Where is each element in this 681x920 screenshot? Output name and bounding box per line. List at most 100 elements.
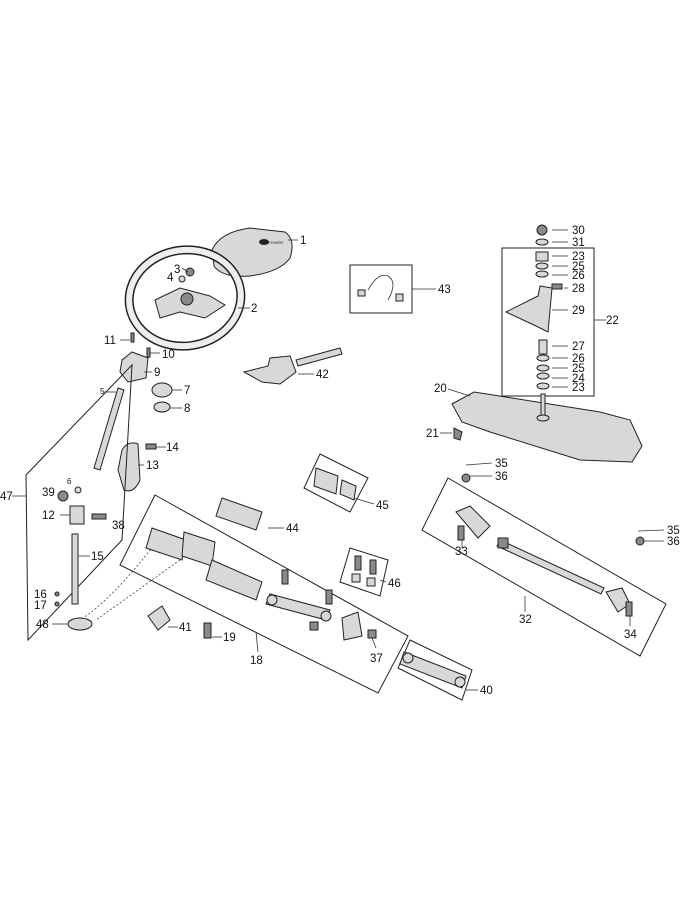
callout-9: 9 (154, 367, 160, 379)
column-cover-13 (117, 442, 141, 492)
callout-5: 5 (100, 387, 105, 396)
bolts-46 (351, 555, 377, 587)
column-shaft-5 (93, 387, 125, 471)
callout-22: 22 (606, 315, 619, 327)
callout-31: 31 (572, 237, 585, 249)
pitman-stack (504, 224, 563, 422)
bolt-38 (91, 513, 107, 520)
callout-42: 42 (316, 369, 329, 381)
callout-20: 20 (434, 383, 447, 395)
pin-17 (54, 601, 60, 607)
callout-25a: 25 (572, 261, 585, 273)
callout-13: 13 (146, 460, 159, 472)
cotter-35a (465, 462, 493, 466)
callout-39: 39 (42, 487, 55, 499)
callout-25b: 25 (572, 363, 585, 375)
pin-16 (54, 591, 60, 597)
frame-46 (339, 547, 389, 597)
callout-32: 32 (519, 614, 532, 626)
cover-7 (151, 382, 173, 398)
callout-15: 15 (91, 551, 104, 563)
ring-8 (153, 401, 171, 413)
callout-33: 33 (455, 546, 468, 558)
callout-6: 6 (67, 477, 72, 486)
callout-30: 30 (572, 225, 585, 237)
callout-7: 7 (184, 385, 190, 397)
tie-rod-end-33 (455, 505, 491, 541)
callout-12: 12 (42, 510, 55, 522)
callout-28: 28 (572, 283, 585, 295)
wiring-43 (357, 274, 404, 302)
callout-17: 17 (34, 600, 47, 612)
nut-3 (185, 267, 195, 277)
u-joint-12 (69, 505, 85, 525)
callout-29: 29 (572, 305, 585, 317)
bracket-45 (313, 467, 357, 501)
callout-10: 10 (162, 349, 175, 361)
bolt-b (325, 589, 333, 605)
callout-47: 47 (0, 491, 13, 503)
callout-36b: 36 (667, 536, 680, 548)
bracket-37a (341, 611, 363, 641)
callout-34: 34 (624, 629, 637, 641)
callout-2: 2 (251, 303, 257, 315)
callout-35a: 35 (495, 458, 508, 470)
screw-11 (130, 332, 135, 343)
callout-23b: 23 (572, 382, 585, 394)
callout-37: 37 (370, 653, 383, 665)
boot-41 (147, 605, 171, 631)
frame-43 (349, 264, 413, 314)
callout-27: 27 (572, 341, 585, 353)
nut-36b (635, 536, 645, 546)
callout-14: 14 (166, 442, 179, 454)
shaft-15 (71, 533, 79, 605)
frame-45 (303, 453, 369, 513)
callout-16: 16 (34, 589, 47, 601)
callout-44: 44 (286, 523, 299, 535)
callout-3: 3 (174, 264, 180, 276)
callout-19: 19 (223, 632, 236, 644)
callout-36a: 36 (495, 471, 508, 483)
crossmember-20 (451, 391, 643, 463)
callout-40: 40 (480, 685, 493, 697)
nut-6 (74, 486, 82, 494)
column-switch-9 (119, 351, 149, 383)
callout-23a: 23 (572, 251, 585, 263)
callout-labels: 1 2 3 4 5 6 7 8 9 10 11 12 13 14 15 16 1… (0, 225, 680, 697)
combination-switch-42 (242, 347, 343, 385)
bolt-a (281, 569, 289, 585)
callout-38: 38 (112, 520, 125, 532)
callout-8: 8 (184, 403, 190, 415)
horn-logo-text: POWER (268, 240, 283, 245)
nut-36a (461, 473, 471, 483)
callout-48: 48 (36, 619, 49, 631)
screw-10 (146, 347, 151, 358)
callout-21: 21 (426, 428, 439, 440)
frame-47 (25, 363, 133, 642)
nut-37 (367, 629, 377, 639)
callout-45: 45 (376, 500, 389, 512)
washer-4 (178, 275, 186, 283)
nut-39 (57, 490, 69, 502)
callout-26b: 26 (572, 353, 585, 365)
boot-44 (215, 497, 263, 531)
horn-pad (211, 227, 293, 277)
callout-43: 43 (438, 284, 451, 296)
screw-14 (145, 443, 157, 450)
frame-22 (501, 247, 595, 397)
cotter-35b (637, 529, 665, 532)
frame-18 (119, 494, 409, 694)
tie-rod-32 (496, 537, 605, 595)
tie-rod-inner (265, 593, 332, 622)
callout-46: 46 (388, 578, 401, 590)
callout-41: 41 (179, 622, 192, 634)
nut-c (309, 621, 319, 631)
frame-32 (421, 477, 667, 657)
steering-rack (145, 527, 263, 601)
callout-35b: 35 (667, 525, 680, 537)
bolt-21 (453, 427, 463, 441)
callout-18: 18 (250, 655, 263, 667)
tie-rod-end-34 (605, 587, 633, 617)
callout-24: 24 (572, 373, 585, 385)
